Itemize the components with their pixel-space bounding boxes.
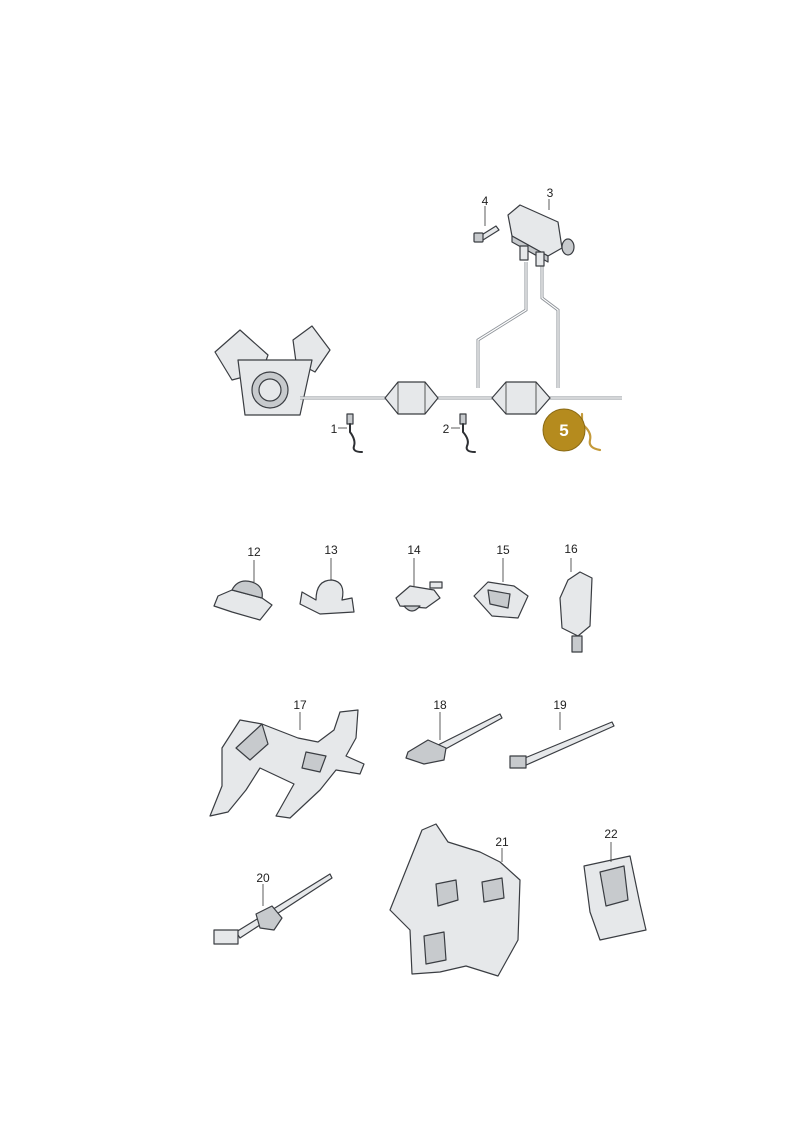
clip-13 [299,558,355,615]
clip-16 [559,558,593,653]
cable-tie-18 [405,712,503,765]
callout-21[interactable]: 21 [495,835,509,849]
callout-15[interactable]: 15 [496,543,510,557]
engine-block [214,325,331,416]
clip-15 [473,558,529,619]
callout-2[interactable]: 2 [443,422,450,436]
cable-tie-19 [509,712,615,769]
particulate-filter [491,381,551,415]
callout-1[interactable]: 1 [331,422,338,436]
callout-13[interactable]: 13 [324,543,338,557]
exhaust-sensor-2 [459,413,476,453]
holder-21 [389,823,521,977]
clip-14 [395,558,443,612]
bolt [473,225,500,243]
exhaust-sensor-1 [346,413,363,453]
catalytic-converter-front [384,381,439,415]
callout-19[interactable]: 19 [553,698,567,712]
callout-3[interactable]: 3 [547,186,554,200]
callout-16[interactable]: 16 [564,542,578,556]
highlighted-part-5[interactable]: 5 [542,408,602,452]
callout-20[interactable]: 20 [256,871,270,885]
pressure-sensor [507,204,575,267]
callout-14[interactable]: 14 [407,543,421,557]
callout-18[interactable]: 18 [433,698,447,712]
callout-5-text: 5 [559,421,568,440]
callout-12[interactable]: 12 [247,545,261,559]
clip-12 [213,560,273,621]
callout-labels: 1 2 3 4 12 13 14 15 16 17 18 19 20 21 22 [247,186,618,885]
callout-4[interactable]: 4 [482,194,489,208]
holder-22 [583,842,647,941]
pressure-lines [476,262,560,388]
callout-17[interactable]: 17 [293,698,307,712]
bracket-17 [209,709,365,819]
callout-22[interactable]: 22 [604,827,618,841]
cable-tie-20 [213,873,333,945]
